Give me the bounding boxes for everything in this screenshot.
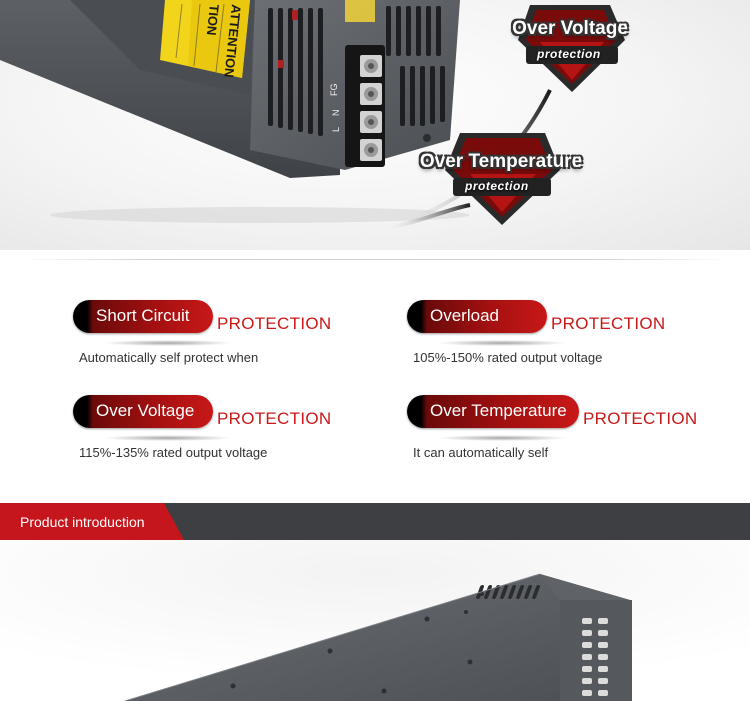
section-divider [20,259,730,260]
power-supply-illustration: ATTENTION TION [0,0,625,232]
feature-suffix: PROTECTION [217,409,332,428]
feature-label: Short Circuit [96,306,190,325]
feature-label: Overload [430,306,499,325]
badge-title: Over Voltage [512,18,628,39]
terminal-label-l: L [331,127,341,132]
terminal-label-fg: FG [329,84,339,97]
power-supply-illustration [0,540,750,701]
feature-suffix: PROTECTION [551,314,666,333]
feature-label: Over Temperature [430,401,567,420]
badge-title: Over Temperature [419,151,583,172]
feature-label: Over Voltage [96,401,195,420]
shield-icon [518,5,625,92]
feature-pill: Overload [407,300,547,333]
section-header: Product introduction [0,503,750,540]
pill-shadow [437,435,567,441]
section-tab: Product introduction [0,503,184,540]
product-photo [0,540,750,701]
feature-overload: Overload PROTECTION 105%-150% rated outp… [407,300,707,380]
feature-over-voltage: Over Voltage PROTECTION 115%-135% rated … [73,395,373,475]
warning-sticker: ATTENTION TION [160,0,250,78]
over-temperature-badge: Over Temperature protection [410,151,592,193]
hero-product-photo: ATTENTION TION [0,0,750,250]
feature-suffix: PROTECTION [583,409,698,428]
terminal-block: FG N L [329,45,385,167]
feature-description: 105%-150% rated output voltage [413,350,603,365]
pill-shadow [103,435,233,441]
section-title: Product introduction [20,514,145,530]
feature-short-circuit: Short Circuit PROTECTION Automatically s… [73,300,373,380]
shield-icon [445,133,560,225]
screw-holes [230,592,484,694]
feature-pill: Over Temperature [407,395,579,428]
sticker-text-2: TION [204,4,222,36]
pill-shadow [103,340,233,346]
feature-description: Automatically self protect when [79,350,259,365]
feature-description: 115%-135% rated output voltage [79,445,268,460]
badge-subtitle: protection [537,47,601,61]
feature-over-temperature: Over Temperature PROTECTION It can autom… [407,395,707,475]
feature-suffix: PROTECTION [217,314,332,333]
feature-pill: Short Circuit [73,300,213,333]
cable-to-temperature-badge [379,203,471,232]
terminal-label-n: N [331,110,341,117]
feature-pill: Over Voltage [73,395,213,428]
pill-shadow [437,340,567,346]
feature-description: It can automatically self [413,445,549,460]
over-voltage-badge: Over Voltage protection [506,18,634,61]
badge-subtitle: protection [465,179,529,193]
vent-grille [582,618,608,696]
